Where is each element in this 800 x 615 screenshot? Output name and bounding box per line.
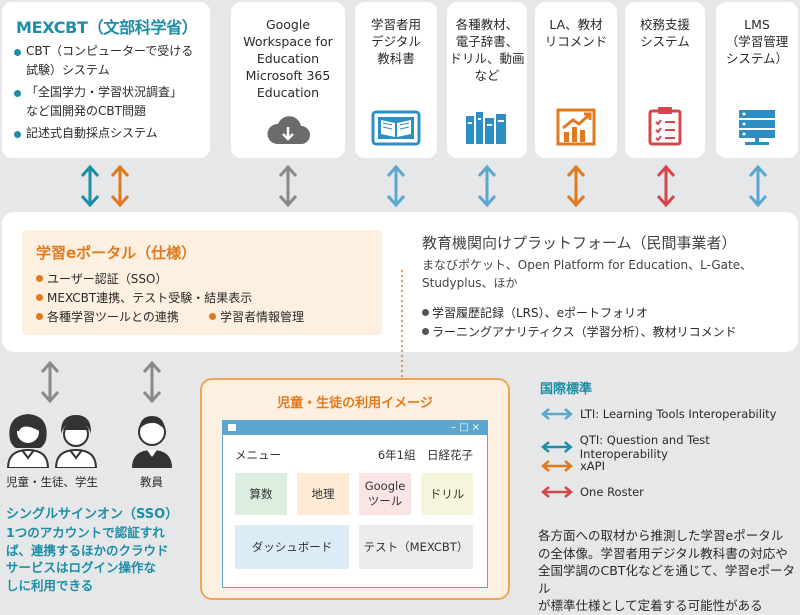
standard-xapi: xAPI [540,459,605,473]
digital-textbook-card: 学習者用 デジタル 教科書 [355,2,437,158]
tile-drill[interactable]: ドリル [421,473,473,515]
materials-card: 各種教材、 電子辞書、 ドリル、動画 など [447,2,527,158]
google-microsoft-card: Google Workspace for Education Microsoft… [231,2,345,158]
gray-arrow [40,360,60,404]
teacher-label: 教員 [140,475,163,489]
standard-qti: QTI: Question and Test Interoperability [540,433,800,461]
tile-google-tools[interactable]: Google ツール [359,473,411,515]
tile-dashboard[interactable]: ダッシュボード [235,525,349,569]
card-label: LA、教材 リコメンド [544,17,608,49]
red-double-arrow-icon [541,486,573,498]
card-label: 学習者用 デジタル 教科書 [370,17,421,66]
blue-arrow [386,164,406,208]
standard-oneroster: One Roster [540,485,644,499]
orange-arrow [110,164,130,208]
clipboard-icon [648,107,682,146]
teacher-icon [132,416,172,468]
tile-math[interactable]: 算数 [235,473,287,515]
window-controls[interactable]: –□× [451,422,483,433]
card-label: Google Workspace for Education Microsoft… [243,17,333,100]
standard-label: One Roster [580,485,644,499]
standard-label: xAPI [580,459,605,473]
teal-arrow [80,164,100,208]
students-label: 児童・生徒、学生 [6,475,98,489]
sso-description: 1つのアカウントで認証すれ ば、連携するほかのクラウド サービスはログイン操作な… [6,525,169,593]
dotted-connector [401,270,403,382]
portal-item: MEXCBT連携、テスト受験・結果表示 [36,289,252,306]
sso-title: シングルサインオン（SSO） [6,507,179,522]
gray-arrow [278,164,298,208]
usage-image-title: 児童・生徒の利用イメージ [277,396,433,411]
gray-arrow [142,360,162,404]
portal-item: 学習者情報管理 [209,308,304,325]
student-boy-icon [54,415,98,468]
mexcbt-item: 記述式自動採点システム [14,124,193,143]
platform-subtitle: まなびポケット、Open Platform for Education、L-Ga… [422,258,753,290]
e-portal-box: 学習eポータル（仕様） ユーザー認証（SSO） MEXCBT連携、テスト受験・結… [22,230,382,335]
card-label: 校務支援 システム [639,17,690,49]
usage-image-panel: 児童・生徒の利用イメージ –□× メニュー 6年1組 日経花子 算数 地理 Go… [200,378,510,600]
tile-geography[interactable]: 地理 [297,473,349,515]
la-recommend-card: LA、教材 リコメンド [535,2,617,158]
figure-caption: 各方面への取材から推測した学習eポータル の全体像。学習者用デジタル教科書の対応… [538,528,796,613]
portal-window: –□× メニュー 6年1組 日経花子 算数 地理 Google ツール ドリル … [222,420,488,588]
tile-test-mexcbt[interactable]: テスト（MEXCBT） [359,525,473,569]
chart-growth-icon [556,108,596,146]
mexcbt-title: MEXCBT（文部科学省） [16,18,198,37]
standard-label: LTI: Learning Tools Interoperability [580,407,777,421]
lms-card: LMS （学習管理 システム） [716,2,798,158]
blue-arrow [477,164,497,208]
cloud-download-icon [267,116,310,144]
school-support-card: 校務支援 システム [625,2,705,158]
window-titlebar: –□× [223,421,487,435]
user-name-label: 6年1組 日経花子 [377,448,473,462]
server-icon [739,110,775,145]
blue-arrow [748,164,768,208]
mexcbt-item: CBT（コンピューターで受ける 試験）システム [14,42,193,80]
teal-double-arrow-icon [541,441,573,453]
portal-title: 学習eポータル（仕様） [36,244,197,262]
window-icon [228,424,236,431]
digital-textbook-icon [371,110,421,146]
card-label: 各種教材、 電子辞書、 ドリル、動画 など [449,17,525,83]
orange-arrow [566,164,586,208]
blue-double-arrow-icon [541,408,573,420]
standards-title: 国際標準 [540,382,593,397]
portal-item: ユーザー認証（SSO） [36,270,167,287]
mexcbt-list: CBT（コンピューターで受ける 試験）システム 「全国学力・学習状況調査」 など… [14,42,193,146]
standard-label: QTI: Question and Test Interoperability [579,433,710,461]
red-arrow [656,164,676,208]
mexcbt-card: MEXCBT（文部科学省） CBT（コンピューターで受ける 試験）システム 「全… [2,2,210,158]
student-girl-icon [6,414,50,468]
orange-double-arrow-icon [541,460,573,472]
platform-item: ラーニングアナリティクス（学習分析）、教材リコメンド [422,323,737,340]
platform-title: 教育機関向けプラットフォーム（民間事業者） [422,234,737,252]
mexcbt-item: 「全国学力・学習状況調査」 など国開発のCBT問題 [14,83,193,121]
books-icon [466,112,506,144]
menu-label[interactable]: メニュー [235,448,281,462]
standard-lti: LTI: Learning Tools Interoperability [540,407,776,421]
portal-item: 各種学習ツールとの連携 [36,308,179,325]
platform-item: 学習履歴記録（LRS）、eポートフォリオ [422,304,648,321]
card-label: LMS （学習管理 システム） [725,17,789,66]
